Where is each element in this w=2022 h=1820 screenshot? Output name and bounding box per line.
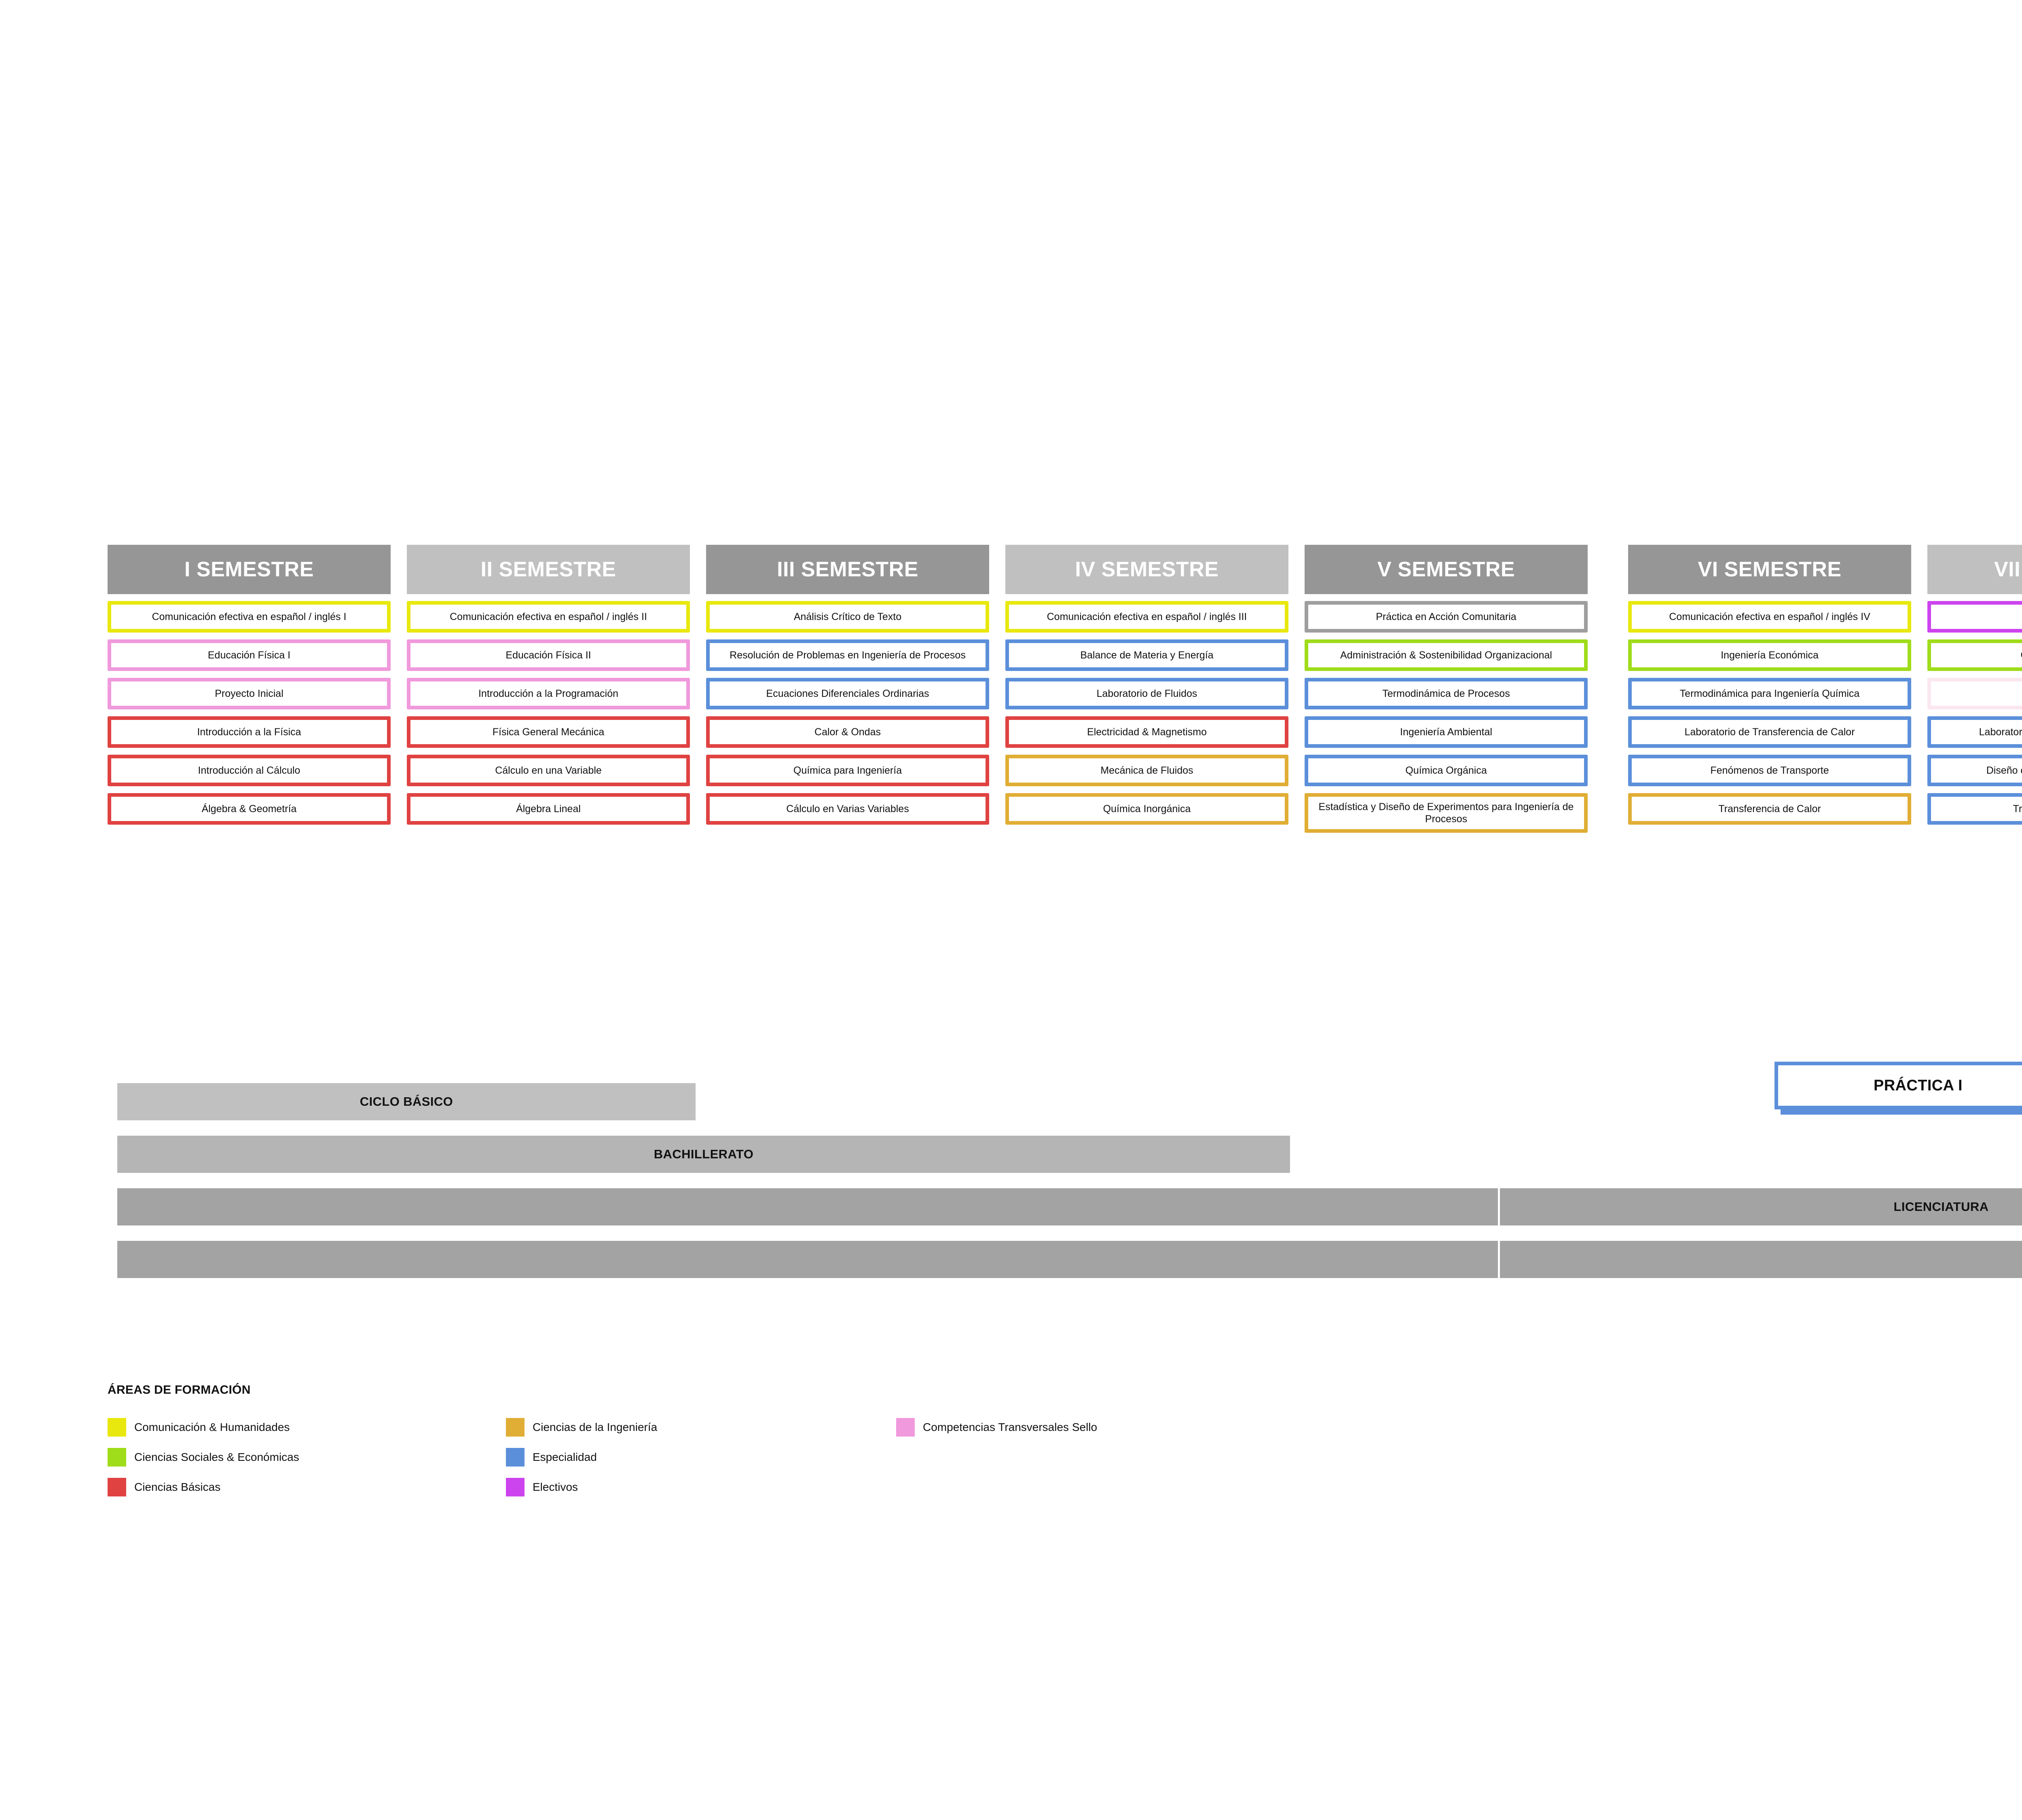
course-box[interactable]: Fenómenos de Transporte (1628, 755, 1911, 786)
semester-header: IV SEMESTRE (1005, 545, 1288, 594)
legend-item-label: Ciencias Básicas (134, 1481, 221, 1493)
legend-item-label: Comunicación & Humanidades (134, 1421, 290, 1433)
legend-color-swatch (108, 1448, 126, 1467)
course-box[interactable]: Introducción a la Programación (407, 678, 690, 709)
course-box[interactable]: Comunicación efectiva en español / inglé… (407, 601, 690, 633)
legend-item: Competencias Transversales Sello (896, 1418, 1097, 1437)
course-box[interactable]: Educación Física I (108, 639, 391, 671)
course-box[interactable]: Laboratorio de Transferencia de Materia (1927, 716, 2022, 748)
course-box[interactable]: Análisis Crítico de Texto (706, 601, 989, 633)
course-box[interactable]: Ingeniería Económica (1628, 639, 1911, 671)
course-box[interactable]: Introducción a la Física (108, 716, 391, 748)
legend-item: Comunicación & Humanidades (108, 1418, 299, 1437)
course-box[interactable]: Electivo (1927, 601, 2022, 633)
legend-color-swatch (506, 1418, 525, 1437)
legend: ÁREAS DE FORMACIÓN Comunicación & Humani… (108, 1383, 1097, 1496)
course-box[interactable]: Termodinámica de Procesos (1305, 678, 1588, 709)
course-box[interactable]: Comunicación efectiva en español / inglé… (1628, 601, 1911, 633)
legend-item-label: Electivos (533, 1481, 578, 1493)
course-box[interactable]: Introducción al Cálculo (108, 755, 391, 786)
course-box[interactable]: Laboratorio de Fluidos (1005, 678, 1288, 709)
legend-item-label: Ciencias Sociales & Económicas (134, 1451, 299, 1463)
semester-column: V SEMESTRE Práctica en Acción Comunitaria… (1305, 545, 1588, 833)
cycle-bar-label: LICENCIATURA (1893, 1200, 1989, 1214)
course-box[interactable]: Comunicación efectiva en español / inglé… (1005, 601, 1288, 633)
course-box[interactable]: Electricidad & Magnetismo (1005, 716, 1288, 748)
course-box[interactable]: Balance de Materia y Energía (1005, 639, 1288, 671)
cycle-bar-label: BACHILLERATO (654, 1147, 754, 1161)
course-box[interactable]: Química para Ingeniería (706, 755, 989, 786)
course-box[interactable]: Cálculo en Varias Variables (706, 793, 989, 825)
course-box[interactable]: Álgebra & Geometría (108, 793, 391, 825)
legend-item: Ciencias de la Ingeniería (506, 1418, 657, 1437)
legend-item-label: Competencias Transversales Sello (923, 1421, 1098, 1433)
legend-item: Electivos (506, 1478, 657, 1496)
course-box[interactable]: Mecánica de Fluidos (1005, 755, 1288, 786)
legend-title: ÁREAS DE FORMACIÓN (108, 1383, 251, 1397)
semester-column: VII SEMESTRE ElectivoGestión de Proyectos… (1927, 545, 2022, 825)
legend-item-label: Ciencias de la Ingeniería (533, 1421, 658, 1433)
semester-column: IV SEMESTRE Comunicación efectiva en espa… (1005, 545, 1288, 825)
legend-item: Especialidad (506, 1448, 657, 1467)
course-box[interactable]: Transferencia de Materia (1927, 793, 2022, 825)
semester-column: II SEMESTRE Comunicación efectiva en espa… (407, 545, 690, 825)
cycle-bar-divider (1498, 1241, 1500, 1278)
cycle-bar-divider (1498, 1188, 1500, 1225)
course-box[interactable]: Cálculo en una Variable (407, 755, 690, 786)
legend-color-swatch (108, 1418, 126, 1437)
course-box[interactable]: Calor & Ondas (706, 716, 989, 748)
legend-color-swatch (108, 1478, 126, 1496)
legend-item: Ciencias Básicas (108, 1478, 299, 1496)
course-box[interactable]: Álgebra Lineal (407, 793, 690, 825)
cycle-bar: CICLO BÁSICO (117, 1083, 696, 1120)
course-box[interactable]: Administración & Sostenibilidad Organiza… (1305, 639, 1588, 671)
semester-header: V SEMESTRE (1305, 545, 1588, 594)
semester-header: II SEMESTRE (407, 545, 690, 594)
semester-header: VI SEMESTRE (1628, 545, 1911, 594)
legend-item: Ciencias Sociales & Económicas (108, 1448, 299, 1467)
course-box[interactable]: Proyecto Inicial (108, 678, 391, 709)
cycle-bar: BACHILLERATO (117, 1136, 1290, 1173)
legend-color-swatch (506, 1448, 525, 1467)
course-box[interactable]: Ecuaciones Diferenciales Ordinarias (706, 678, 989, 709)
course-box[interactable]: Transferencia de Calor (1628, 793, 1911, 825)
semester-header: III SEMESTRE (706, 545, 989, 594)
semester-column: VI SEMESTRE Comunicación efectiva en espa… (1628, 545, 1911, 825)
course-box[interactable]: Inglés Disciplinar (1927, 678, 2022, 709)
course-box[interactable]: Química Orgánica (1305, 755, 1588, 786)
legend-color-swatch (896, 1418, 915, 1437)
course-box[interactable]: Física General Mecánica (407, 716, 690, 748)
semester-header: VII SEMESTRE (1927, 545, 2022, 594)
semester-column: I SEMESTRE Comunicación efectiva en españ… (108, 545, 391, 825)
course-box[interactable]: Educación Física II (407, 639, 690, 671)
practica-box[interactable]: PRÁCTICA I (1775, 1062, 2022, 1109)
course-box[interactable]: Comunicación efectiva en español / inglé… (108, 601, 391, 633)
course-box[interactable]: Diseño de Reactores y Biorreactores (1927, 755, 2022, 786)
course-box[interactable]: Estadística y Diseño de Experimentos par… (1305, 793, 1588, 833)
legend-item-label: Especialidad (533, 1451, 597, 1463)
semester-header: I SEMESTRE (108, 545, 391, 594)
cycle-bar: PROFESIONAL (117, 1241, 2022, 1278)
legend-column: Competencias Transversales Sello (896, 1418, 1097, 1448)
course-box[interactable]: Ingeniería Ambiental (1305, 716, 1588, 748)
course-box[interactable]: Química Inorgánica (1005, 793, 1288, 825)
cycle-bar: LICENCIATURA (117, 1188, 2022, 1225)
course-box[interactable]: Gestión de Proyectos (1927, 639, 2022, 671)
course-box[interactable]: Resolución de Problemas en Ingeniería de… (706, 639, 989, 671)
legend-color-swatch (506, 1478, 525, 1496)
course-box[interactable]: Práctica en Acción Comunitaria (1305, 601, 1588, 633)
course-box[interactable]: Termodinámica para Ingeniería Química (1628, 678, 1911, 709)
cycle-bar-label: CICLO BÁSICO (360, 1094, 453, 1109)
course-box[interactable]: Laboratorio de Transferencia de Calor (1628, 716, 1911, 748)
